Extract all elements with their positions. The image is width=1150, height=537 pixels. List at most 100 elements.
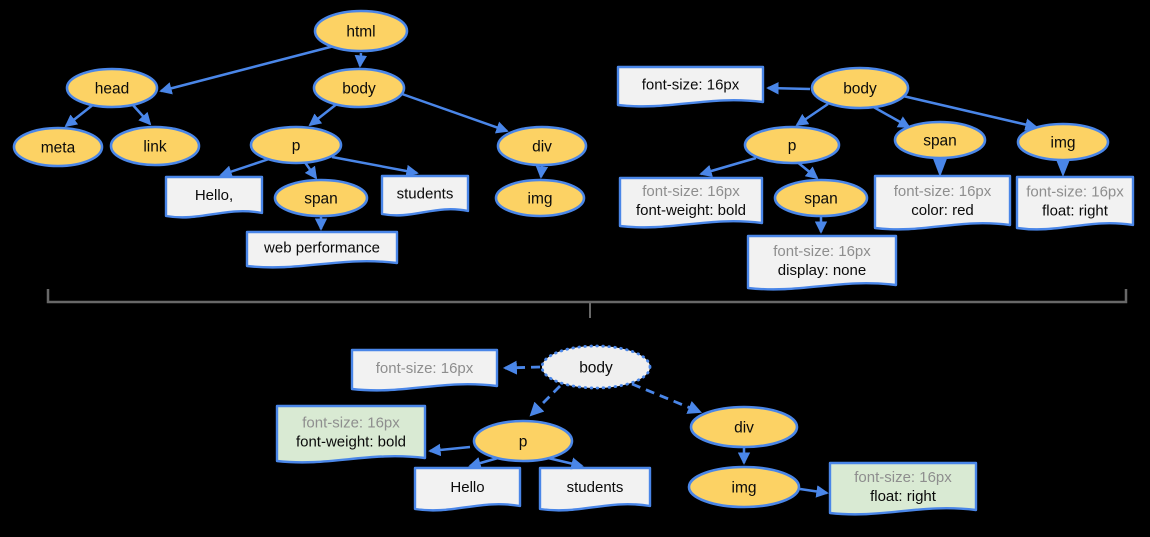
render-node-body-label: body: [579, 360, 613, 377]
render-box-body-style: font-size: 16px: [350, 348, 499, 392]
dom-node-img-ellipse: [494, 178, 586, 218]
cssom-box-span-display-style-shape: [746, 234, 898, 291]
arrow-render-body-to-style: [502, 360, 541, 375]
cssom-box-img-style-shape: [1015, 175, 1135, 231]
cssom-box-span-style-text: color: red: [911, 202, 974, 219]
arrow-p-to-students: [331, 155, 419, 178]
render-node-body: body: [540, 344, 652, 390]
cssom-node-p: p: [743, 125, 841, 165]
render-node-div-ellipse: [689, 405, 799, 449]
render-box-students: students: [538, 466, 652, 512]
render-node-img-label: img: [732, 480, 757, 497]
dom-node-body-label: body: [342, 81, 376, 98]
dom-node-head-ellipse: [65, 67, 159, 109]
render-node-p-label: p: [519, 434, 528, 451]
cssom-node-span-ellipse: [893, 120, 987, 160]
cssom-node-p-ellipse: [743, 125, 841, 165]
cssom-box-span-style: font-size: 16px color: red: [873, 174, 1012, 231]
arrow-cssom-p-to-style: [699, 156, 757, 178]
dom-node-head: head: [65, 67, 159, 109]
arrow-p-to-hello: [219, 157, 270, 178]
wedges-layer: [932, 156, 1071, 177]
dom-node-p-ellipse: [249, 125, 343, 165]
cssom-node-span-label: span: [923, 133, 957, 150]
dom-box-web-performance-text: web performance: [263, 240, 380, 257]
dom-node-div-ellipse: [496, 125, 588, 167]
wedge-cssom-span-to-style: [932, 156, 948, 177]
cssom-box-span-display-style-text: font-size: 16px: [773, 243, 871, 260]
dom-node-meta-ellipse: [12, 126, 104, 168]
render-node-img: img: [687, 465, 801, 509]
cssom-box-p-style: font-size: 16px font-weight: bold: [618, 176, 764, 229]
render-box-students-text: students: [567, 479, 624, 496]
cssom-box-body-style-text: font-size: 16px: [642, 77, 740, 94]
dom-box-hello-text: Hello,: [195, 187, 233, 204]
arrow-cssom-body-to-style: [766, 82, 811, 95]
render-box-img-style-shape: [828, 461, 978, 516]
cssom-node-span-display-label: span: [804, 191, 838, 208]
render-node-p: p: [472, 419, 574, 463]
dom-node-meta: meta: [12, 126, 104, 168]
cssom-title: CSSOM: [643, 11, 709, 31]
dom-box-students-shape: [380, 174, 470, 217]
dom-box-students: students: [380, 174, 470, 217]
cssom-box-p-style-shape: [618, 176, 764, 229]
cssom-box-img-style-text: float: right: [1042, 203, 1109, 220]
render-box-p-style-shape: [275, 404, 427, 464]
dom-node-head-label: head: [95, 81, 129, 98]
cssom-box-body-style-shape: [616, 65, 765, 108]
dom-node-span: span: [273, 178, 369, 218]
arrow-body-to-div: [401, 92, 509, 134]
cssom-node-span-display-ellipse: [773, 178, 869, 218]
cssom-box-span-style-shape: [873, 174, 1012, 231]
arrow-render-img-to-style: [799, 485, 829, 498]
render-node-p-ellipse: [472, 419, 574, 463]
arrow-div-to-img: [535, 165, 549, 179]
cssom-box-p-style-text: font-size: 16px: [642, 183, 740, 200]
cssom-node-span-display: span: [773, 178, 869, 218]
dom-node-img-label: img: [528, 191, 553, 208]
render-box-body-style-shape: [350, 348, 499, 392]
wedge-cssom-img-to-style: [1055, 157, 1071, 177]
arrow-html-to-head: [159, 43, 339, 95]
dom-node-html-label: html: [346, 24, 375, 41]
render-box-hello: Hello: [413, 466, 522, 512]
dom-node-html-ellipse: [313, 9, 409, 53]
arrow-render-p-to-style: [428, 443, 471, 457]
boxes-layer: Hello, students web performance font-size: …: [164, 65, 1135, 516]
dom-node-link-label: link: [143, 139, 167, 156]
cssom-box-p-style-text: font-weight: bold: [636, 202, 746, 219]
arrow-render-p-to-hello: [468, 456, 499, 470]
cssom-box-body-style: font-size: 16px: [616, 65, 765, 108]
arrow-html-to-body: [354, 52, 368, 68]
render-box-img-style-text: font-size: 16px: [854, 469, 952, 486]
arrow-render-p-to-students: [547, 456, 584, 470]
dom-node-p: p: [249, 125, 343, 165]
bracket-layer: [46, 289, 1128, 318]
cssom-node-body: body: [810, 66, 910, 110]
render-box-hello-shape: [413, 466, 522, 512]
render-box-img-style-text: float: right: [870, 488, 937, 505]
dom-node-div: div: [496, 125, 588, 167]
render-node-div: div: [689, 405, 799, 449]
render-tree-title: Render Tree: [127, 342, 231, 362]
arrow-body-to-p: [308, 102, 339, 127]
cssom-node-img: img: [1016, 122, 1110, 162]
dom-box-web-performance-shape: [245, 230, 399, 269]
render-box-p-style-text: font-size: 16px: [302, 415, 400, 432]
bracket: [46, 289, 1128, 304]
dom-node-p-label: p: [292, 138, 301, 155]
dom-box-hello: Hello,: [164, 175, 264, 219]
arrow-cssom-body-to-p: [795, 102, 829, 127]
cssom-box-span-style-text: font-size: 16px: [894, 183, 992, 200]
dom-title: DOM: [130, 14, 172, 34]
arrow-head-to-link: [131, 103, 152, 126]
dom-node-meta-label: meta: [41, 140, 76, 157]
arrow-render-body-to-p: [529, 385, 561, 417]
arrow-cssom-body-to-img: [902, 94, 1038, 131]
cssom-node-body-label: body: [843, 81, 877, 98]
